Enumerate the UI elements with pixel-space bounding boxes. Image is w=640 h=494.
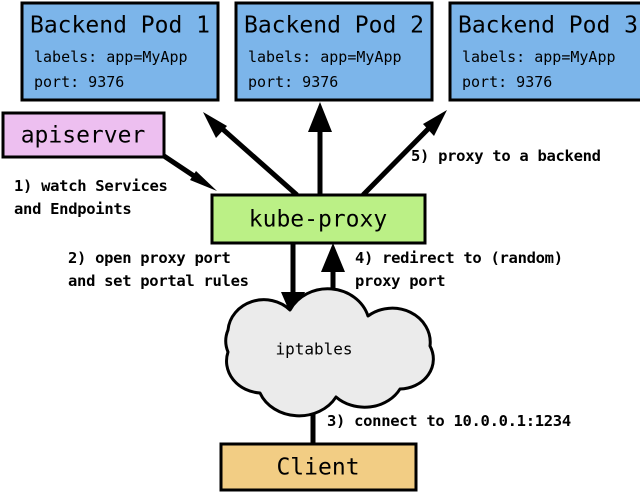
step-3-line-1: 3) connect to 10.0.0.1:1234 [327,412,571,430]
step-1-line-1: 1) watch Services [14,177,168,195]
backend-pod-3-title: Backend Pod 3 [458,13,638,39]
backend-pod-3-port: port: 9376 [462,73,552,91]
iptables-label: iptables [275,340,352,359]
apiserver-title: apiserver [21,123,146,149]
backend-pod-1-title: Backend Pod 1 [30,13,210,39]
step-1-label: 1) watch Services and Endpoints [14,177,168,218]
step-4-line-1: 4) redirect to (random) [355,249,563,267]
step-4-label: 4) redirect to (random) proxy port [355,249,563,290]
backend-pod-2-title: Backend Pod 2 [244,13,424,39]
client-box[interactable]: Client [219,442,418,492]
backend-pod-3-box[interactable]: Backend Pod 3 labels: app=MyApp port: 93… [448,1,640,102]
iptables-cloud: iptables [224,287,435,418]
backend-pod-1-port: port: 9376 [34,73,124,91]
client-title: Client [276,455,359,481]
arrow-kubeproxy-to-pod1 [203,112,299,197]
step-1-line-2: and Endpoints [14,200,131,218]
backend-pod-3-labels: labels: app=MyApp [462,48,616,66]
backend-pod-2-port: port: 9376 [248,73,338,91]
backend-pod-1-labels: labels: app=MyApp [34,48,188,66]
step-2-line-1: 2) open proxy port [68,249,231,267]
arrow-kubeproxy-to-pod3 [361,110,447,197]
arrow-kubeproxy-to-pod2 [308,102,332,195]
step-5-line-1: 5) proxy to a backend [411,147,601,165]
step-3-label: 3) connect to 10.0.0.1:1234 [327,412,571,430]
step-4-line-2: proxy port [355,272,445,290]
kube-proxy-box[interactable]: kube-proxy [210,193,427,245]
apiserver-box[interactable]: apiserver [1,111,166,159]
backend-pod-1-box[interactable]: Backend Pod 1 labels: app=MyApp port: 93… [20,1,220,102]
arrow-apiserver-to-kubeproxy [162,153,217,191]
backend-pod-2-labels: labels: app=MyApp [248,48,402,66]
step-2-label: 2) open proxy port and set portal rules [68,249,249,290]
step-2-line-2: and set portal rules [68,272,249,290]
step-5-label: 5) proxy to a backend [411,147,601,165]
kube-proxy-title: kube-proxy [249,207,387,233]
backend-pod-2-box[interactable]: Backend Pod 2 labels: app=MyApp port: 93… [234,1,434,102]
